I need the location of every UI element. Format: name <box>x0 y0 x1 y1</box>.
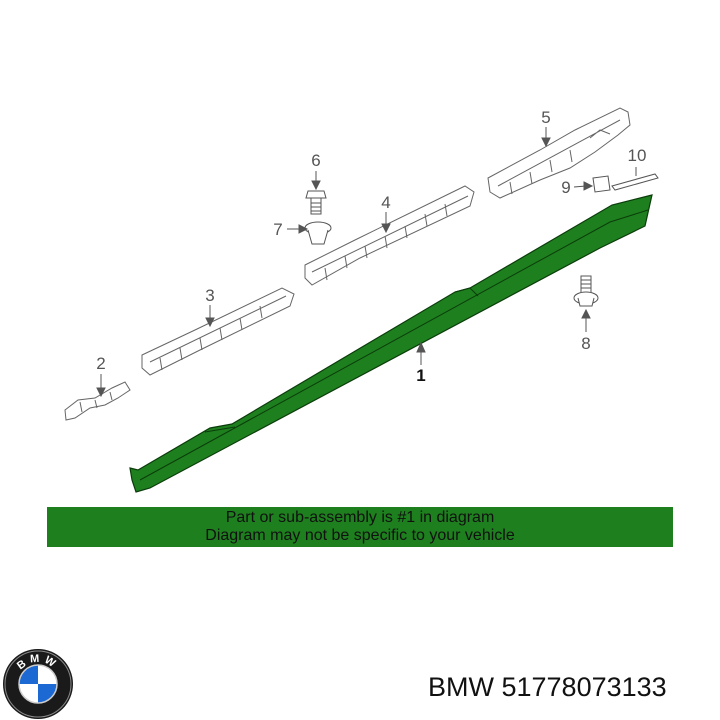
info-banner: Part or sub-assembly is #1 in diagram Di… <box>47 507 673 547</box>
mounting-rail-part-3 <box>141 287 295 376</box>
callout-6: 6 <box>311 151 320 170</box>
mounting-rail-part-4 <box>304 185 475 286</box>
side-sill-trim <box>129 194 653 493</box>
part-number-label: BMW 51778073133 <box>428 672 667 702</box>
strip-part-10 <box>611 173 659 191</box>
clip-part-7 <box>304 221 332 245</box>
callout-8: 8 <box>581 334 590 353</box>
callout-2: 2 <box>96 354 105 373</box>
bracket-part-2 <box>64 381 131 421</box>
callout-3: 3 <box>205 286 214 305</box>
banner-line-2: Diagram may not be specific to your vehi… <box>205 527 515 544</box>
pad-part-9 <box>592 175 611 193</box>
callout-9: 9 <box>561 178 570 197</box>
banner-line-1: Part or sub-assembly is #1 in diagram <box>225 509 495 526</box>
bolt-part-8 <box>573 275 599 307</box>
callout-7: 7 <box>273 220 282 239</box>
front-bracket-part-5 <box>487 107 631 199</box>
bmw-roundel-icon: BMW <box>3 649 73 719</box>
parts-diagram: 1 2 3 4 5 6 7 8 9 10 <box>64 107 659 493</box>
leader-lines <box>96 127 637 398</box>
callout-1: 1 <box>416 366 425 385</box>
callout-5: 5 <box>541 108 550 127</box>
callout-10: 10 <box>628 146 647 165</box>
screw-part-6 <box>305 190 327 215</box>
callout-4: 4 <box>381 193 390 212</box>
